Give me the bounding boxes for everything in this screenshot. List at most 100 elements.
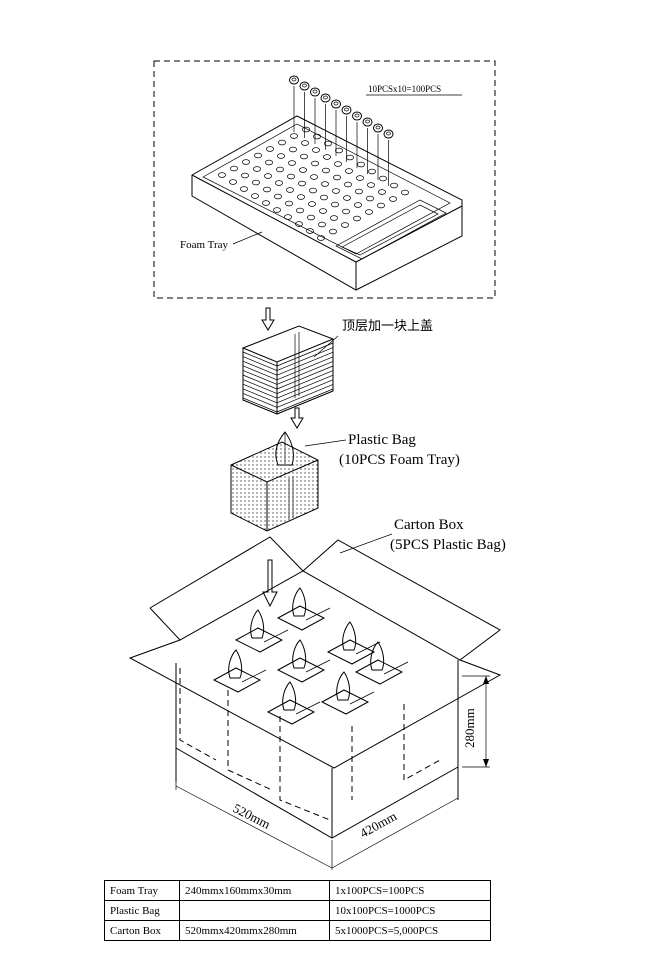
tray-part xyxy=(300,153,308,160)
bag-knot xyxy=(342,621,357,651)
tray-part xyxy=(354,202,362,208)
bag-knot xyxy=(250,609,265,639)
dim-width-label: 420mm xyxy=(357,808,399,840)
tray-part xyxy=(309,187,317,194)
bag-knot xyxy=(336,671,351,701)
tray-part xyxy=(241,172,249,179)
standing-part xyxy=(362,117,373,127)
tray-part xyxy=(242,159,250,165)
row-size: 520mmx420mmx280mm xyxy=(179,920,330,941)
tray-part xyxy=(288,160,296,166)
tray-part xyxy=(273,207,281,213)
bag-top xyxy=(212,667,262,693)
tray-part xyxy=(289,146,297,153)
tray-part xyxy=(308,201,316,207)
tray-part xyxy=(366,195,374,202)
foam-tray-frame xyxy=(153,60,496,299)
foam-tray-illustration: 10PCSx10=100PCS Foam Tray xyxy=(180,75,463,291)
tray-part xyxy=(312,147,320,153)
tray-part xyxy=(355,188,363,195)
bag-knot xyxy=(282,681,297,711)
standing-part xyxy=(341,105,352,115)
bag-top xyxy=(266,699,316,725)
top-cover-label: 顶层加一块上盖 xyxy=(342,319,433,334)
tray-part xyxy=(274,193,282,200)
carton-box: 520mm 420mm 280mm Carton Box (5PCS Plast… xyxy=(128,517,506,870)
tray-part xyxy=(378,189,386,195)
tray-part xyxy=(218,172,226,178)
tray-part xyxy=(295,221,303,227)
tray-part xyxy=(322,167,330,174)
tray-part xyxy=(240,186,248,192)
tray-part xyxy=(306,228,314,234)
tray-part xyxy=(229,179,237,185)
row-qty: 5x1000PCS=5,000PCS xyxy=(329,920,491,941)
standing-part xyxy=(331,99,341,109)
tray-part xyxy=(334,161,342,167)
tray-part xyxy=(298,180,306,187)
tray-part xyxy=(310,174,318,180)
tray-part xyxy=(319,208,327,214)
dim-height-label: 280mm xyxy=(462,708,477,748)
foam-tray-label: Foam Tray xyxy=(180,239,228,251)
bag-knot xyxy=(370,641,385,671)
bag-top xyxy=(234,627,284,653)
standing-part xyxy=(320,93,331,103)
arrow-down-2 xyxy=(290,407,304,429)
tray-part xyxy=(379,175,387,182)
table-row: Foam Tray 240mmx160mmx30mm 1x100PCS=100P… xyxy=(104,880,491,901)
plastic-bag-detail: (10PCS Foam Tray) xyxy=(339,452,460,468)
tray-part xyxy=(299,167,307,173)
bag-top xyxy=(354,659,404,685)
standing-part xyxy=(373,123,383,133)
tray-part xyxy=(307,214,315,221)
carton-box-detail: (5PCS Plastic Bag) xyxy=(390,537,506,553)
tray-part xyxy=(329,228,337,235)
tray-part xyxy=(301,140,309,146)
tray-part xyxy=(263,186,271,193)
standing-part xyxy=(289,75,299,85)
standing-part xyxy=(310,87,320,97)
tray-part xyxy=(324,140,332,147)
tray-part xyxy=(377,202,385,209)
table-row: Plastic Bag 10x100PCS=1000PCS xyxy=(104,900,491,921)
tray-part xyxy=(320,194,328,201)
bag-top xyxy=(276,657,326,683)
tray-part xyxy=(343,195,351,201)
tray-part xyxy=(277,153,285,159)
tray-part xyxy=(341,222,349,228)
tray-part xyxy=(390,182,398,189)
tray-part xyxy=(357,161,365,168)
row-qty: 1x100PCS=100PCS xyxy=(329,880,491,901)
tray-part xyxy=(401,189,409,196)
tray-part xyxy=(317,235,325,241)
tray-part xyxy=(296,207,304,214)
tray-part xyxy=(367,182,375,188)
bag-top xyxy=(326,639,376,665)
tray-part xyxy=(330,215,338,221)
tray-part xyxy=(321,181,329,187)
tray-part xyxy=(342,208,350,215)
tray-part xyxy=(287,173,295,180)
tray-part xyxy=(368,168,376,175)
tray-part xyxy=(389,196,397,202)
tray-part xyxy=(253,166,261,172)
tray-part xyxy=(285,200,293,207)
tray-part xyxy=(278,139,286,146)
tray-part xyxy=(266,146,274,152)
tray-part xyxy=(251,193,259,199)
tray-part xyxy=(254,152,262,159)
standing-part xyxy=(299,81,310,91)
row-size: 240mmx160mmx30mm xyxy=(179,880,330,901)
tray-part xyxy=(356,175,364,181)
standing-parts xyxy=(289,75,394,186)
tray-part xyxy=(332,188,340,194)
row-name: Carton Box xyxy=(104,920,180,941)
plastic-bag: Plastic Bag (10PCS Foam Tray) xyxy=(230,431,460,532)
tray-part xyxy=(276,166,284,173)
tray-part xyxy=(252,179,260,186)
tray-part xyxy=(365,209,373,215)
tray-part xyxy=(346,154,354,161)
bag-knot xyxy=(292,639,307,669)
